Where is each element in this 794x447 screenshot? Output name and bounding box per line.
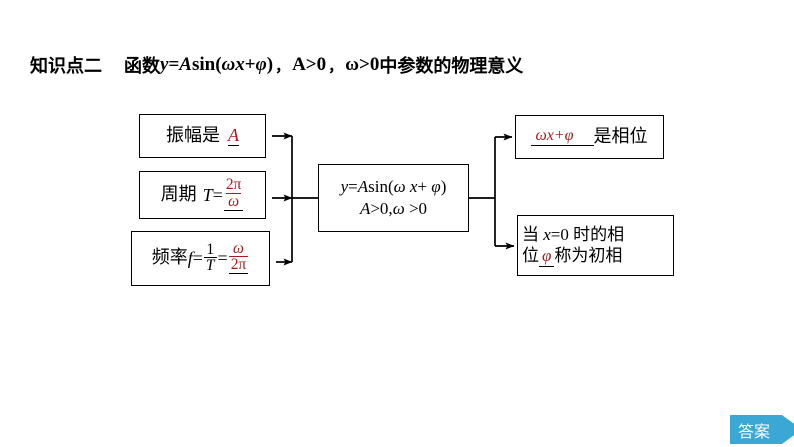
period-numerator: 2π (225, 176, 242, 194)
frequency-fraction-2-numerator: ω (233, 239, 244, 257)
frequency-fraction-2: ω 2π (228, 239, 249, 275)
page-title-prefix: 函数 (124, 56, 160, 77)
period-denominator: ω (226, 192, 242, 210)
answer-button[interactable]: 答案 (730, 415, 794, 444)
period-box: 周期 T= 2π ω (139, 171, 266, 219)
page-title-formula-x: x (235, 54, 245, 75)
frequency-fraction-1-numerator: 1 (206, 240, 215, 258)
page-title-formula-omega: ω (221, 54, 236, 75)
center-var-phi: φ (431, 177, 441, 197)
period-eq: = (212, 184, 223, 205)
frequency-fraction-1: 1 T (203, 240, 217, 274)
center-plus: + (417, 177, 432, 197)
initial-phase-text-2: 位 (522, 245, 539, 266)
page-title-suffix: 中参数的物理意义 (379, 56, 524, 77)
center-function-box: y=Asin(ω x+ φ) A>0,ω >0 (318, 164, 469, 232)
period-label: 周期 (160, 183, 197, 205)
center-var-omega: ω (393, 177, 410, 197)
page-title-comma-2: ， (328, 56, 344, 75)
page-title-formula-a: A (179, 54, 192, 75)
initial-phase-eq0: =0 (550, 224, 569, 244)
frequency-eq-1: = (192, 248, 203, 269)
page-title-formula-plus: + (244, 54, 256, 75)
page-title-formula-eq: = (168, 54, 180, 75)
frequency-box: 频率 f= 1 T = ω 2π (131, 231, 270, 286)
frequency-symbol: f (187, 248, 193, 269)
amplitude-box: 振幅是 A (139, 114, 266, 158)
center-eq: = (348, 177, 358, 197)
answer-button-label: 答案 (738, 421, 771, 441)
initial-phase-value: φ (539, 245, 555, 267)
frequency-label: 频率 (151, 247, 188, 269)
center-close-paren: ) (440, 177, 447, 197)
center-function-line-2: A>0,ω >0 (360, 200, 427, 218)
period-fraction: 2π ω (223, 176, 244, 211)
center-cond-a: A (359, 199, 371, 218)
center-var-x: x (409, 177, 418, 197)
frequency-eq-2: = (217, 248, 228, 269)
amplitude-value: A (228, 124, 239, 147)
period-symbol: T (202, 184, 213, 205)
page-title-formula-sin: sin( (191, 54, 222, 75)
center-cond-omega-gt: >0 (408, 199, 428, 218)
amplitude-label: 振幅是 (166, 124, 220, 146)
page-title-formula-y: y (160, 54, 169, 75)
center-sin: sin( (368, 177, 394, 197)
frequency-fraction-2-denominator: 2π (228, 256, 249, 273)
center-var-a: A (357, 177, 369, 197)
center-var-y: y (340, 177, 349, 197)
frequency-fraction-1-denominator: T (203, 257, 217, 274)
phase-value: ωx+φ (531, 127, 594, 147)
center-cond-omega: ω (392, 199, 409, 218)
page-title-condition-omega: ω>0 (345, 54, 380, 75)
phase-box: ωx+φ 是相位 (515, 115, 664, 159)
initial-phase-text-1: 时的相 (573, 224, 625, 245)
initial-phase-var-x: x (543, 224, 551, 244)
center-cond-a-gt: >0, (370, 199, 393, 218)
center-function-line-1: y=Asin(ω x+ φ) (341, 178, 447, 196)
phase-label: 是相位 (593, 125, 648, 147)
page-title-formula-close: ) (266, 54, 274, 75)
page-title-formula-phi: φ (255, 54, 267, 75)
initial-phase-text-3: 称为初相 (554, 245, 623, 266)
page-title-condition-a: A>0 (292, 54, 327, 75)
initial-phase-line-1: 当 x=0 时的相 (522, 224, 625, 245)
page-title-comma-1: ， (275, 56, 291, 75)
page-title-badge: 知识点二 (30, 56, 102, 77)
initial-phase-when: 当 (522, 224, 539, 245)
